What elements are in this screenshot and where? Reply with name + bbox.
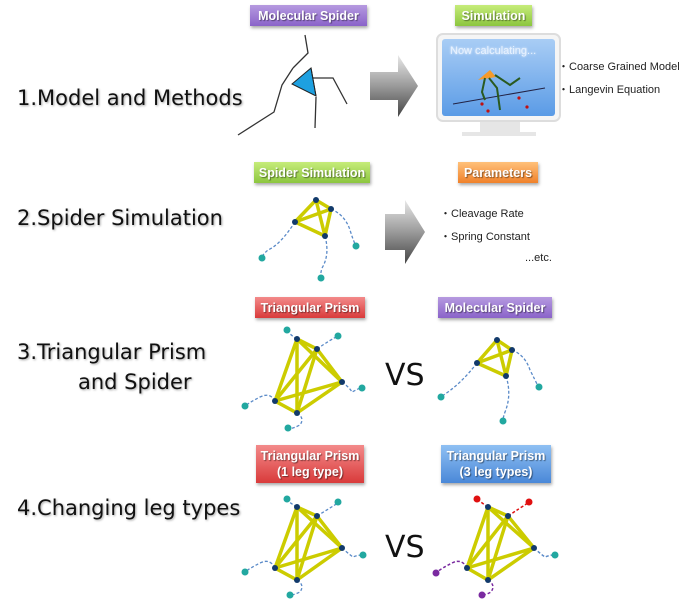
monitor-status-text: Now calculating...	[450, 45, 537, 57]
section-1-heading: 1.Model and Methods	[17, 86, 243, 110]
label-triangular-prism: Triangular Prism	[255, 297, 365, 318]
bullet-cleavage-rate: ・Cleavage Rate	[440, 208, 524, 220]
spider-simulation-graphic	[258, 197, 360, 282]
section-3-heading-line1: 3.Triangular Prism	[17, 340, 207, 364]
label-simulation: Simulation	[455, 5, 532, 26]
label-spider-simulation: Spider Simulation	[254, 162, 370, 183]
label-prism-1-leg-type: Triangular Prism (1 leg type)	[256, 445, 364, 483]
section-3-heading-line2: and Spider	[78, 370, 192, 394]
arrow-right-icon	[385, 200, 425, 264]
vs-text-3: VS	[385, 358, 425, 393]
label-prism-3-leg-types: Triangular Prism (3 leg types)	[441, 445, 551, 483]
vs-text-4: VS	[385, 530, 425, 565]
etc-text: ...etc.	[525, 252, 552, 264]
monitor-icon	[436, 33, 561, 136]
bullet-spring-constant: ・Spring Constant	[440, 231, 530, 243]
section-4-heading: 4.Changing leg types	[17, 496, 241, 520]
molecular-spider-compare-graphic	[437, 337, 543, 425]
label-line: (3 leg types)	[459, 465, 533, 479]
arrow-right-icon	[370, 55, 418, 117]
triangular-prism-graphic	[241, 326, 366, 432]
label-line: (1 leg type)	[277, 465, 343, 479]
label-parameters: Parameters	[458, 162, 538, 183]
bullet-coarse-grained: ・Coarse Grained Model	[558, 61, 680, 73]
prism-1-leg-type-graphic	[241, 495, 367, 599]
molecular-spider-icon	[237, 34, 348, 136]
label-line: Triangular Prism	[446, 449, 546, 463]
label-molecular-spider: Molecular Spider	[250, 5, 367, 26]
section-2-heading: 2.Spider Simulation	[17, 206, 223, 230]
label-line: Triangular Prism	[260, 449, 360, 463]
prism-3-leg-types-graphic	[432, 495, 559, 599]
bullet-langevin: ・Langevin Equation	[558, 84, 661, 96]
label-molecular-spider-compare: Molecular Spider	[438, 297, 552, 318]
